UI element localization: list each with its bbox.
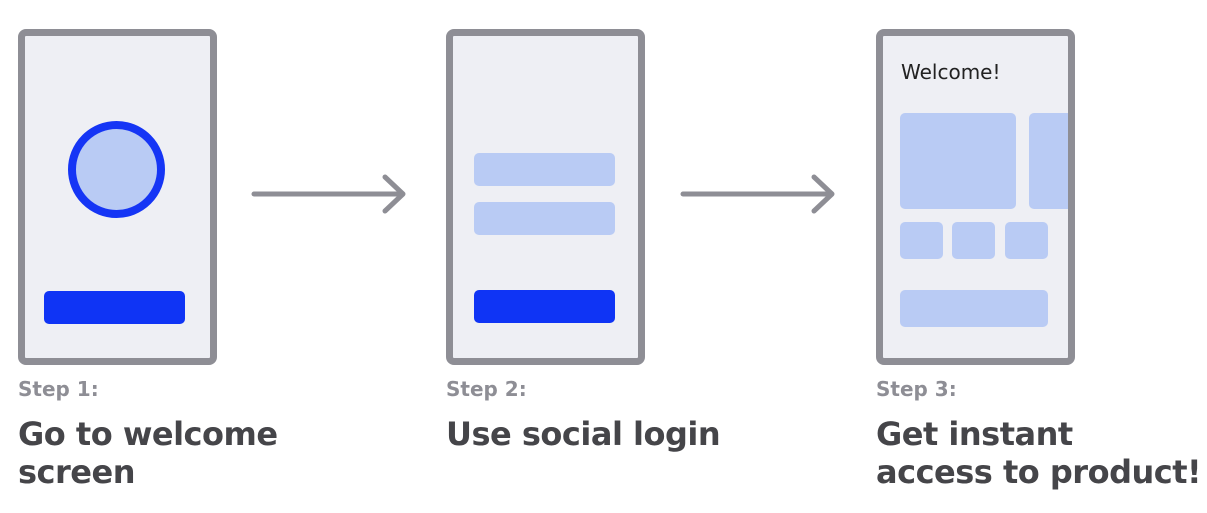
step-2-title: Use social login [446,415,776,453]
product-tile-1 [900,222,943,259]
step-3-label: Step 3: [876,377,957,401]
product-card-large [900,113,1016,209]
phone-step-2 [446,29,645,365]
arrow-right-icon [251,174,406,214]
step-3-caption: Step 3: Get instant access to product! [876,374,1206,491]
step-3-title: Get instant access to product! [876,415,1206,491]
product-banner [900,290,1048,327]
step-1-title-line: screen [18,453,135,491]
step-2-title-line: Use social login [446,415,721,453]
product-tile-3 [1005,222,1048,259]
step-1-label: Step 1: [18,377,99,401]
step-1-caption: Step 1: Go to welcome screen [18,374,348,491]
social-login-button [474,290,615,323]
welcome-primary-button [44,291,185,324]
product-card-partial [1029,113,1068,209]
avatar-circle-icon [68,121,165,218]
step-3-title-line: Get instant [876,415,1073,453]
login-field-2 [474,202,615,235]
phone-step-1 [18,29,217,365]
step-3-title-line: access to product! [876,453,1202,491]
phone-step-3: Welcome! [876,29,1075,365]
arrow-right-icon [680,174,835,214]
step-2-caption: Step 2: Use social login [446,374,776,453]
product-tile-2 [952,222,995,259]
product-welcome-heading: Welcome! [901,60,1001,84]
login-field-1 [474,153,615,186]
step-1-title: Go to welcome screen [18,415,348,491]
step-2-label: Step 2: [446,377,527,401]
step-1-title-line: Go to welcome [18,415,278,453]
